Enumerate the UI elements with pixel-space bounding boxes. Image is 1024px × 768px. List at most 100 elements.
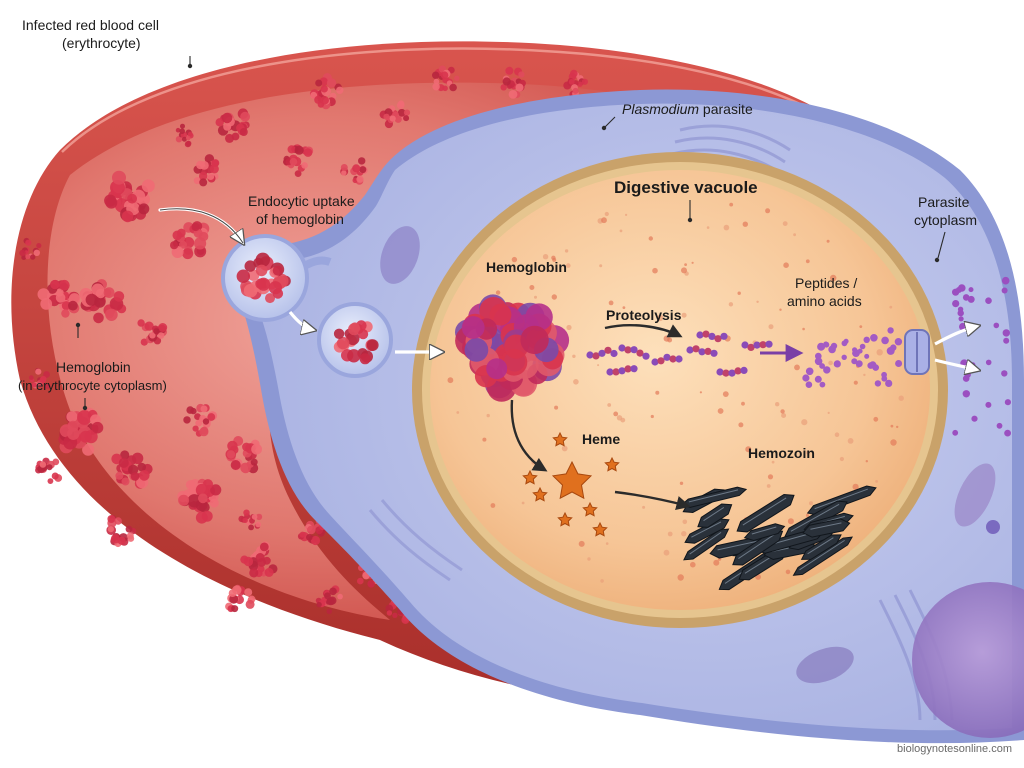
rbc-hemoglobin-cluster (183, 403, 218, 437)
vacuole-particle (578, 540, 585, 547)
amino-acid-dot (962, 390, 970, 398)
vacuole-particle (511, 256, 518, 263)
vacuole-particle (667, 531, 673, 537)
amino-acid-dot (864, 353, 870, 359)
peptide-chain (716, 366, 748, 377)
rbc-hemoglobin-cluster (238, 509, 263, 531)
amino-acid-dot (863, 336, 870, 343)
vacuole-particle (622, 306, 626, 309)
amino-acid-dot (857, 348, 863, 354)
amino-acid-dot (819, 381, 826, 388)
heme-molecule (557, 511, 573, 527)
amino-acid-dot (859, 343, 866, 350)
vacuole-particle (600, 579, 604, 583)
vacuole-particle (806, 450, 810, 455)
amino-acid-dot (970, 362, 976, 368)
rbc-hemoglobin-cluster (309, 73, 344, 110)
peptide-chain (651, 353, 683, 366)
vacuole-particle (852, 483, 859, 490)
amino-acid-dot (993, 322, 1000, 329)
vacuole-particle (794, 364, 800, 371)
amino-acid-dot (833, 360, 841, 368)
vacuole-particle (648, 236, 653, 241)
rbc-hemoglobin-cluster (177, 478, 222, 524)
peptide-chains (586, 330, 773, 377)
vacuole-particle (728, 302, 734, 307)
amino-acid-dot (852, 347, 858, 353)
heme-molecule (592, 521, 608, 537)
endocytic-label-line1: Endocytic uptake (248, 193, 355, 209)
vacuole-particle (663, 549, 670, 556)
vacuole-particle (482, 437, 487, 442)
heme-molecule (582, 501, 598, 517)
vacuole-particle (642, 505, 646, 509)
hemozoin-label: Hemozoin (748, 445, 815, 461)
vacuole-particle (717, 408, 724, 414)
rbc-hemoglobin-cluster (37, 279, 81, 318)
vacuole-particle (572, 354, 576, 358)
vacuole-particle (551, 294, 557, 300)
vacuole-particle (650, 414, 654, 419)
rbc-hemoglobin-cluster (240, 541, 278, 578)
peptide-chain (606, 365, 638, 376)
amino-acid-dot (971, 415, 978, 422)
heme-molecule-large (551, 460, 593, 500)
amino-acid-dot (1002, 329, 1010, 337)
vacuole-particle (486, 413, 490, 418)
hemoglobin-subunits (455, 294, 570, 402)
vacuole-particle (667, 337, 673, 343)
amino-acid-dot (823, 341, 830, 348)
vacuole-particle (616, 415, 623, 421)
vacuole-particle (490, 503, 496, 508)
heme-release-arrow (510, 399, 548, 472)
vacuole-particle (780, 409, 785, 414)
rbc-hemoglobin-cluster (432, 65, 460, 92)
parasite-organelles (368, 124, 1024, 738)
amino-acid-dot (985, 359, 992, 366)
amino-acid-dot (841, 354, 847, 360)
amino-acid-dot (968, 287, 974, 293)
peptide-chain (741, 340, 773, 351)
vacuole-particle (745, 446, 752, 453)
vesicle-hemoglobin-cluster (333, 320, 379, 365)
vacuole-particle (801, 419, 808, 426)
vacuole-particle (787, 518, 794, 525)
hemozoin-crystal (802, 518, 851, 538)
hemozoin-crystal (683, 528, 730, 561)
amino-acid-dot (1003, 337, 1010, 344)
amino-acid-dot (830, 342, 838, 350)
rbc-hemoglobin-cluster (315, 585, 343, 614)
vacuole-particle (873, 416, 879, 422)
amino-acid-dot (805, 381, 813, 389)
amino-acid-dot (823, 366, 831, 374)
parasite-cytoplasm-label-line1: Parasite (918, 194, 970, 210)
vacuole-particle (767, 474, 774, 480)
vacuole-particle (561, 445, 568, 452)
hemozoin-formation-arrow (614, 490, 691, 511)
rbc-hemoglobin-label-line1: Hemoglobin (56, 359, 131, 375)
endocytic-label-line2: of hemoglobin (256, 211, 344, 227)
vacuole-particle (529, 285, 535, 290)
rbc-hemoglobin-cluster (225, 584, 256, 613)
mitochondrion-icon (380, 226, 420, 284)
amino-acid-dot (817, 342, 826, 351)
vacuole-particle (834, 432, 840, 438)
vacuole-particle (889, 305, 893, 309)
amino-acid-dot (802, 374, 810, 382)
vacuole-particle (865, 460, 868, 463)
vacuole-particle (809, 501, 813, 506)
hemozoin-crystal (800, 534, 842, 560)
mitochondrion-icon (796, 646, 854, 684)
rbc-hemoglobin-label-line2: (in erythrocyte cytoplasm) (18, 378, 167, 393)
digestive-vacuole-label: Digestive vacuole (614, 178, 758, 197)
hemozoin-crystal (736, 493, 795, 533)
amino-acid-dots (802, 276, 1012, 437)
amino-acid-dot (869, 361, 877, 369)
hemozoin-crystal (743, 523, 786, 541)
rbc-hemoglobin-cluster (104, 170, 155, 223)
parasite-label: Plasmodium parasite (622, 101, 753, 117)
rbc-hemoglobin-cluster (379, 100, 411, 129)
vacuole-particle (564, 249, 569, 253)
peptide-chain (618, 344, 650, 360)
vacuole-particle (495, 290, 501, 295)
